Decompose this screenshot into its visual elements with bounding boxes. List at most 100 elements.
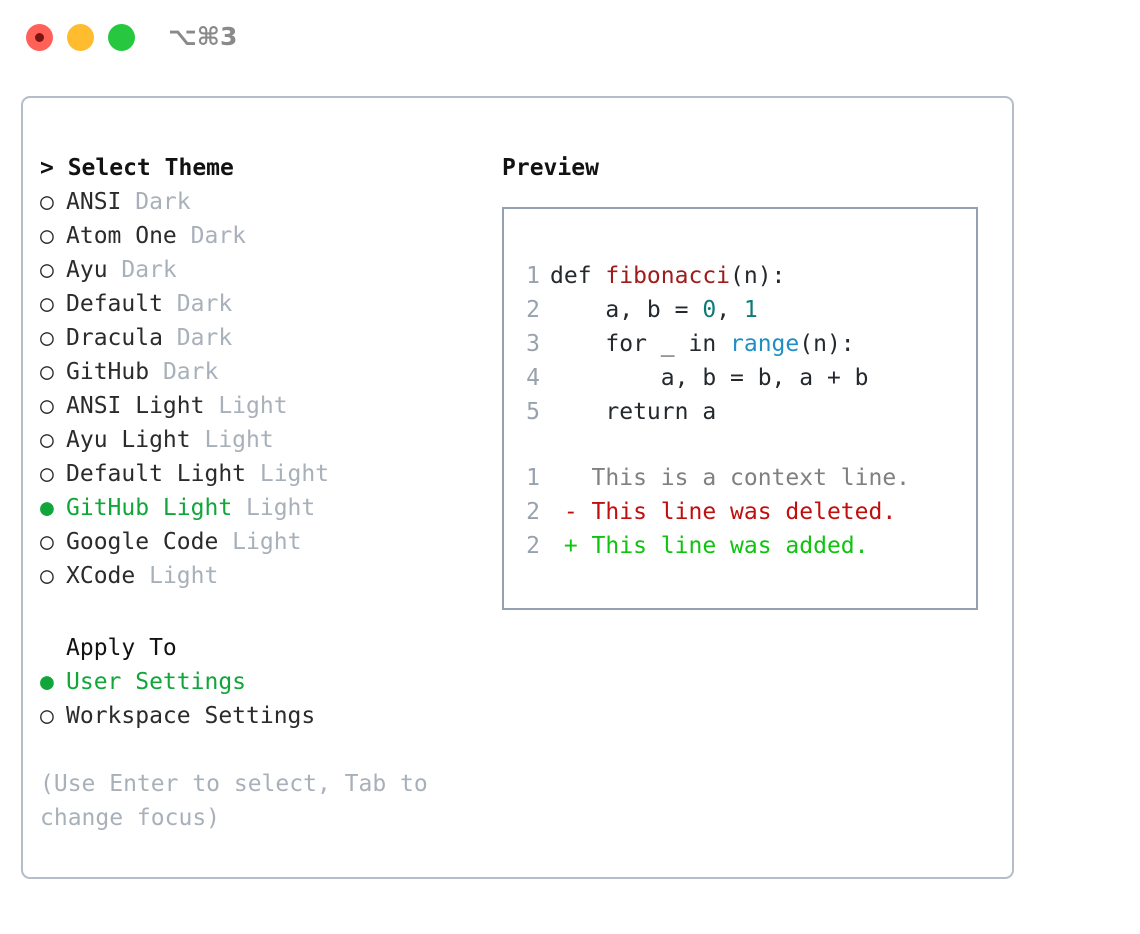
theme-variant-badge: Dark xyxy=(162,325,233,351)
spacer xyxy=(40,593,480,631)
diff-line: 2 + This line was added. xyxy=(524,529,910,563)
radio-unselected-icon: ○ xyxy=(40,291,54,317)
apply-to-list[interactable]: ● User Settings ○ Workspace Settings xyxy=(40,665,480,733)
theme-variant-badge: Light xyxy=(204,393,288,419)
theme-selector-column: > Select Theme ○ANSI Dark○Atom One Dark○… xyxy=(40,151,480,835)
radio-unselected-icon: ○ xyxy=(40,563,54,589)
preview-title: Preview xyxy=(502,155,599,181)
apply-to-label: User Settings xyxy=(66,669,247,695)
code-token: 1 xyxy=(743,297,758,323)
title-bar: ⌥⌘3 xyxy=(0,0,1140,76)
theme-name: Google Code xyxy=(66,529,219,555)
apply-to-item[interactable]: ○ Workspace Settings xyxy=(40,699,480,733)
theme-name: GitHub xyxy=(66,359,150,385)
apply-to-label: Workspace Settings xyxy=(66,703,316,729)
maximize-button-icon[interactable] xyxy=(108,24,135,51)
window-controls xyxy=(26,24,135,51)
theme-list-item[interactable]: ○ Atom One Dark xyxy=(40,219,480,253)
line-number: 3 xyxy=(526,331,540,357)
theme-list-item[interactable]: ○ Google Code Light xyxy=(40,525,480,559)
line-number: 1 xyxy=(526,263,540,289)
theme-name: Dracula xyxy=(66,325,163,351)
theme-variant-badge: Dark xyxy=(162,291,233,317)
theme-list-title: > Select Theme xyxy=(40,155,234,181)
main-panel: > Select Theme ○ANSI Dark○Atom One Dark○… xyxy=(21,96,1014,879)
theme-variant-badge: Dark xyxy=(121,189,191,215)
theme-variant-badge: Dark xyxy=(149,359,219,385)
radio-unselected-icon: ○ xyxy=(40,223,54,249)
line-number: 2 xyxy=(526,533,540,559)
code-token: def xyxy=(550,263,606,289)
code-token: , xyxy=(716,297,744,323)
theme-list-item[interactable]: ○ Ayu Light Light xyxy=(40,423,480,457)
diff-sample: 1 This is a context line.2 - This line w… xyxy=(524,461,910,563)
code-line: 4 a, b = b, a + b xyxy=(524,361,869,395)
theme-list-item[interactable]: ○Default Light Light xyxy=(40,457,480,491)
code-token: a, b = xyxy=(550,297,703,323)
radio-unselected-icon: ○ xyxy=(40,529,54,555)
apply-to-title: Apply To xyxy=(66,635,177,661)
code-token: (n): xyxy=(730,263,786,289)
theme-name: ANSI xyxy=(66,189,122,215)
code-token: 0 xyxy=(702,297,717,323)
theme-name: Ayu Light xyxy=(66,427,191,453)
keyboard-shortcut-label: ⌥⌘3 xyxy=(168,22,238,51)
radio-unselected-icon: ○ xyxy=(40,257,54,283)
code-token: fibonacci xyxy=(605,263,731,289)
theme-list-item[interactable]: ○ ANSI Light Light xyxy=(40,389,480,423)
theme-name: Atom One xyxy=(66,223,177,249)
theme-variant-badge: Dark xyxy=(107,257,177,283)
radio-unselected-icon: ○ xyxy=(40,393,54,419)
theme-variant-badge: Light xyxy=(190,427,274,453)
theme-name: XCode xyxy=(66,563,136,589)
code-line: 2 a, b = 0, 1 xyxy=(524,293,869,327)
diff-line: 1 This is a context line. xyxy=(524,461,910,495)
theme-list-item[interactable]: ○ Default Dark xyxy=(40,287,480,321)
theme-name: ANSI Light xyxy=(66,393,205,419)
code-token: for _ in xyxy=(550,331,731,357)
code-line: 5 return a xyxy=(524,395,869,429)
theme-list-item[interactable]: ○ ANSI Dark xyxy=(40,185,480,219)
radio-selected-icon: ● xyxy=(40,495,54,521)
radio-unselected-icon: ○ xyxy=(40,325,54,351)
theme-list-item[interactable]: ○ Dracula Dark xyxy=(40,321,480,355)
theme-list-item[interactable]: ○GitHub Dark xyxy=(40,355,480,389)
diff-text: This is a context line. xyxy=(550,465,911,491)
line-number: 2 xyxy=(526,297,540,323)
theme-variant-badge: Dark xyxy=(176,223,247,249)
theme-variant-badge: Light xyxy=(218,529,302,555)
minimize-button-icon[interactable] xyxy=(67,24,94,51)
diff-text: - This line was deleted. xyxy=(550,499,897,525)
close-button-icon[interactable] xyxy=(26,24,53,51)
code-token: return a xyxy=(550,399,717,425)
theme-variant-badge: Light xyxy=(232,495,316,521)
keyboard-hint-text: (Use Enter to select, Tab to change focu… xyxy=(40,771,428,831)
theme-variant-badge: Light xyxy=(246,461,330,487)
theme-list[interactable]: ○ANSI Dark○Atom One Dark○Ayu Dark○Defaul… xyxy=(40,185,480,593)
line-number: 5 xyxy=(526,399,540,425)
line-number: 1 xyxy=(526,465,540,491)
theme-list-item[interactable]: ○ Ayu Dark xyxy=(40,253,480,287)
theme-name: Default Light xyxy=(66,461,247,487)
code-line: 1 def fibonacci(n): xyxy=(524,259,869,293)
code-token: (n): xyxy=(799,331,855,357)
radio-selected-icon: ● xyxy=(40,669,54,695)
radio-unselected-icon: ○ xyxy=(40,189,54,215)
radio-unselected-icon: ○ xyxy=(40,703,54,729)
theme-name: Default xyxy=(66,291,163,317)
radio-unselected-icon: ○ xyxy=(40,427,54,453)
code-line: 3 for _ in range(n): xyxy=(524,327,869,361)
theme-list-item[interactable]: ○ XCode Light xyxy=(40,559,480,593)
theme-variant-badge: Light xyxy=(135,563,219,589)
diff-line: 2 - This line was deleted. xyxy=(524,495,910,529)
code-token: a, b = b, a + b xyxy=(550,365,869,391)
line-number: 2 xyxy=(526,499,540,525)
theme-name: Ayu xyxy=(66,257,108,283)
apply-to-item[interactable]: ● User Settings xyxy=(40,665,480,699)
theme-list-item[interactable]: ●GitHub Light Light xyxy=(40,491,480,525)
line-number: 4 xyxy=(526,365,540,391)
